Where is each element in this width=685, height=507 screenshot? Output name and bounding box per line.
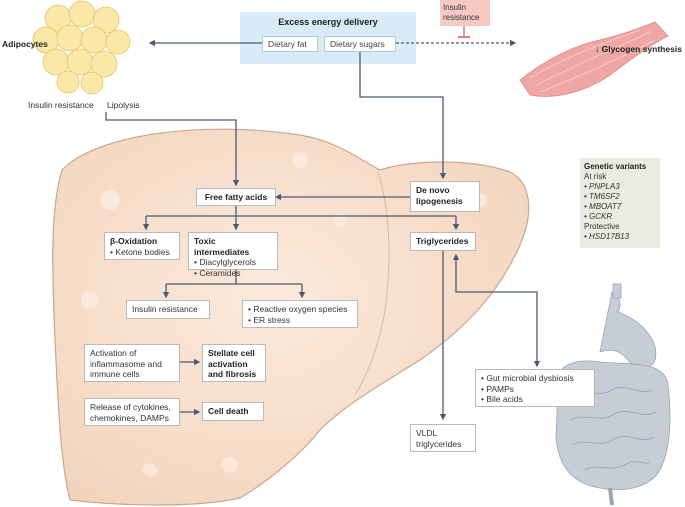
gut-item: PAMPs (481, 384, 589, 395)
toxic-intermediates-list: Diacylglycerols Ceramides (194, 257, 272, 278)
insulin-resistance-liver-box: Insulin resistance (126, 300, 210, 319)
toxic-intermediates-title: Toxic intermediates (194, 236, 250, 257)
activation-box: Activation of inflammasome and immune ce… (84, 344, 180, 382)
genetic-variants-title: Genetic variants (584, 162, 647, 171)
ros-item: Reactive oxygen species (248, 304, 352, 315)
genetic-risk-item: GCKR (584, 212, 658, 222)
gut-item: Bile acids (481, 394, 589, 405)
beta-oxidation-item: Ketone bodies (110, 247, 174, 258)
toxic-item: Diacylglycerols (194, 257, 272, 268)
genetic-at-risk-label: At risk (584, 172, 607, 181)
ros-item: ER stress (248, 315, 352, 326)
insulin-resistance-muscle-label: Insulin resistance (443, 3, 480, 22)
vldl-box: VLDL triglycerides (410, 424, 476, 452)
beta-oxidation-title: β-Oxidation (110, 236, 158, 246)
gut-item: Gut microbial dysbiosis (481, 373, 589, 384)
arrow-lipolysis-to-ffa (105, 112, 240, 187)
genetic-protective-item: HSD17B13 (584, 232, 658, 242)
ros-box: Reactive oxygen species ER stress (242, 300, 358, 328)
genetic-variants-panel: Genetic variants At risk PNPLA3 TM6SF2 M… (584, 162, 658, 242)
triglycerides-box: Triglycerides (410, 232, 476, 251)
energy-title: Excess energy delivery (278, 17, 378, 27)
muscle-illustration (519, 21, 669, 97)
adipocytes-illustration (32, 0, 131, 95)
free-fatty-acids-box: Free fatty acids (196, 188, 276, 206)
adipocytes-insulin-resistance-label: Insulin resistance (28, 100, 94, 110)
cell-death-box: Cell death (202, 402, 264, 421)
glycogen-synthesis-label: ↓ Glycogen synthesis (595, 44, 682, 54)
genetic-risk-item: PNPLA3 (584, 182, 658, 192)
de-novo-lipogenesis-box: De novo lipogenesis (410, 181, 480, 212)
stellate-cell-box: Stellate cell activation and fibrosis (202, 344, 266, 382)
beta-oxidation-box: β-Oxidation Ketone bodies (104, 232, 180, 260)
arrow-tg-gut (452, 253, 541, 368)
insulin-resistance-muscle-box (440, 0, 490, 26)
beta-oxidation-list: Ketone bodies (110, 247, 174, 258)
genetic-risk-item: TM6SF2 (584, 192, 658, 202)
genetic-risk-list: PNPLA3 TM6SF2 MBOAT7 GCKR (584, 182, 658, 222)
gut-list: Gut microbial dysbiosis PAMPs Bile acids (481, 373, 589, 405)
genetic-protective-label: Protective (584, 222, 620, 231)
toxic-item: Ceramides (194, 268, 272, 279)
adipocytes-label: Adipocytes (2, 39, 48, 49)
dietary-fat-pill: Dietary fat (262, 36, 318, 52)
arrow-sugars-to-denovo (359, 50, 447, 180)
ros-list: Reactive oxygen species ER stress (248, 304, 352, 325)
release-box: Release of cytokines, chemokines, DAMPs (84, 398, 180, 426)
toxic-intermediates-box: Toxic intermediates Diacylglycerols Cera… (188, 232, 278, 278)
genetic-protective-list: HSD17B13 (584, 232, 658, 242)
gut-box: Gut microbial dysbiosis PAMPs Bile acids (475, 369, 595, 407)
genetic-risk-item: MBOAT7 (584, 202, 658, 212)
lipolysis-label: Lipolysis (107, 100, 140, 110)
dietary-sugars-pill: Dietary sugars (324, 36, 396, 52)
